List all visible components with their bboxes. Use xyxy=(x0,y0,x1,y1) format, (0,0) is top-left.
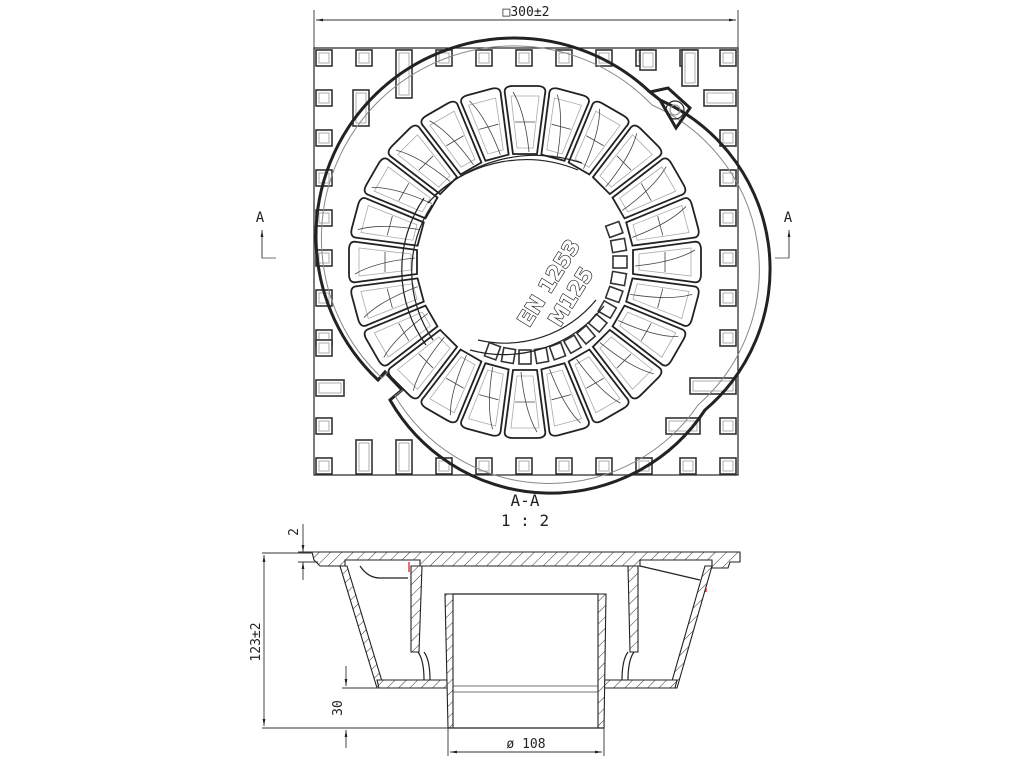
vane xyxy=(611,157,687,220)
vane xyxy=(363,157,439,220)
frame-slot xyxy=(315,417,333,435)
svg-text:A: A xyxy=(256,210,265,226)
body-right-wall xyxy=(669,565,713,689)
frame-slot xyxy=(395,439,413,475)
vane xyxy=(611,304,687,367)
vane xyxy=(625,277,700,327)
inner-slot xyxy=(575,324,597,346)
bolt-hole-icon xyxy=(665,100,685,120)
frame-slot xyxy=(719,129,737,147)
vane xyxy=(348,240,418,284)
overall-dimension-label: □300±2 xyxy=(503,5,550,20)
dimension-outlet-diameter: ø 108 xyxy=(447,728,605,756)
svg-text:2: 2 xyxy=(287,528,302,536)
frame-slot xyxy=(595,457,613,475)
svg-text:A: A xyxy=(784,210,793,226)
inner-slot xyxy=(604,220,624,239)
inner-slot xyxy=(609,237,628,254)
frame-slot xyxy=(315,49,333,67)
section-scale: 1 : 2 xyxy=(501,511,549,530)
frame-slot xyxy=(719,417,737,435)
vane xyxy=(420,100,483,176)
inner-rings xyxy=(401,154,605,356)
svg-text:ø 108: ø 108 xyxy=(506,737,545,752)
spigot-left-wall xyxy=(444,593,454,729)
frame-slot xyxy=(719,249,737,267)
frame-slot xyxy=(315,339,333,357)
inner-slot xyxy=(500,346,517,365)
vane xyxy=(540,362,590,437)
inner-slot xyxy=(548,341,567,361)
frame-slot xyxy=(719,209,737,227)
inner-slot xyxy=(597,299,618,320)
plan-view: EN 1253 M125 A A xyxy=(256,10,793,495)
grate-ring xyxy=(314,36,772,495)
vane xyxy=(503,369,547,439)
dimension-grate-recess: 2 xyxy=(287,524,318,580)
vane xyxy=(567,100,630,176)
inner-riser-left xyxy=(410,565,423,653)
vane xyxy=(350,277,425,327)
vane xyxy=(503,85,547,155)
overall-width-dimension xyxy=(313,10,739,48)
vane xyxy=(387,328,459,400)
bottom-plate-left xyxy=(376,679,451,689)
frame-slot xyxy=(315,129,333,147)
frame-slot xyxy=(719,49,737,67)
frame-slot xyxy=(703,89,737,107)
vane xyxy=(625,197,700,247)
vane xyxy=(350,197,425,247)
vane xyxy=(460,87,510,162)
vane xyxy=(420,348,483,424)
frame-slot xyxy=(315,457,333,475)
frame-slot xyxy=(395,49,413,99)
spigot-right-wall xyxy=(597,593,607,729)
inner-slot xyxy=(604,285,624,304)
frame-slot xyxy=(555,457,573,475)
vane xyxy=(567,348,630,424)
vane xyxy=(540,87,590,162)
grate-vanes xyxy=(348,85,702,439)
frame-slot xyxy=(515,49,533,67)
frame-slot xyxy=(679,457,697,475)
cast-marking: EN 1253 M125 xyxy=(512,235,599,332)
frame-slot xyxy=(355,439,373,475)
vane xyxy=(591,124,663,196)
section-marker-left: A xyxy=(256,210,276,259)
inner-slot xyxy=(612,255,628,269)
section-view: A-A 1 : 2 2 123±2 30 ø xyxy=(249,491,741,756)
inner-slot xyxy=(609,270,628,287)
dimension-total-height: 123±2 xyxy=(249,552,448,729)
frame-slot xyxy=(719,457,737,475)
vane xyxy=(591,328,663,400)
section-marker-right: A xyxy=(775,210,793,259)
svg-text:123±2: 123±2 xyxy=(249,622,264,661)
vane xyxy=(363,304,439,367)
section-title: A-A xyxy=(511,491,540,510)
frame-slot xyxy=(515,457,533,475)
inner-slot xyxy=(562,334,583,355)
inner-riser-right xyxy=(627,565,639,653)
frame-slot xyxy=(639,49,657,71)
frame-slot xyxy=(719,169,737,187)
dimension-spigot-length: 30 xyxy=(331,666,380,748)
frame-slot xyxy=(355,49,373,67)
frame-outline xyxy=(313,47,739,476)
vane xyxy=(460,362,510,437)
frame-slot xyxy=(475,49,493,67)
vane xyxy=(632,240,702,284)
frame-slot xyxy=(315,379,345,397)
svg-text:30: 30 xyxy=(331,700,346,716)
frame-slot xyxy=(719,289,737,307)
vane xyxy=(387,124,459,196)
grate-section xyxy=(311,551,741,569)
frame-slot xyxy=(719,329,737,347)
frame-slot xyxy=(315,89,333,107)
frame-slot xyxy=(681,49,699,87)
body-left-wall xyxy=(339,565,385,689)
inner-slot xyxy=(483,341,502,361)
bottom-plate-right xyxy=(599,679,678,689)
inner-slot xyxy=(587,312,609,334)
